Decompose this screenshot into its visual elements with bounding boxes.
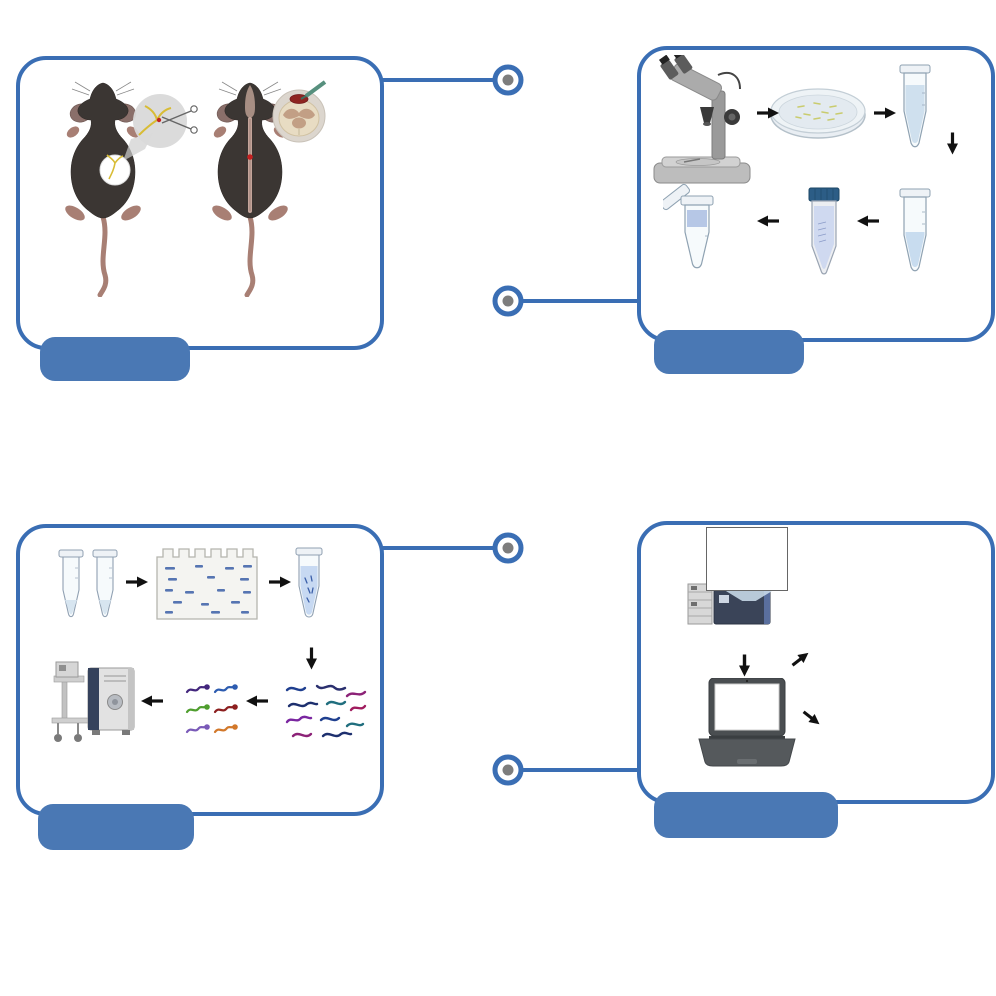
microscope-icon — [653, 55, 751, 184]
arrow-left-icon — [140, 694, 164, 713]
arrow-right-icon — [125, 575, 149, 594]
axoplasm-extraction-tube-icon — [899, 188, 931, 272]
day-2-badge — [654, 330, 804, 374]
day-3-5-badge — [38, 804, 194, 850]
ms-spectrum-chart — [707, 528, 787, 590]
volcano-plot-chart — [827, 663, 963, 793]
panel-surgery — [16, 56, 384, 350]
falcon-tube-icon — [808, 187, 840, 275]
concentrated-axoplasm-tube-icon — [663, 183, 714, 269]
laptop-icon — [698, 678, 796, 767]
day-1-badge — [40, 337, 190, 381]
timeline-node-step3 — [492, 532, 524, 564]
2d-gel-icon — [156, 548, 258, 620]
arrow-down-right-icon — [796, 706, 824, 734]
ms-spectrum-inset — [706, 527, 788, 591]
timeline-node-step4 — [492, 754, 524, 786]
peptide-labelling-icon — [185, 684, 238, 734]
arrow-left-icon — [856, 214, 880, 233]
arrow-right-icon — [268, 575, 292, 594]
arrow-down-icon — [300, 647, 319, 671]
mouse-sna-illustration — [65, 81, 198, 297]
arrow-down-icon — [941, 132, 960, 156]
arrow-down-icon — [733, 654, 752, 678]
peptide-purification-icon — [285, 684, 367, 738]
arrow-right-icon — [756, 106, 780, 125]
panel-analysis — [637, 521, 995, 804]
lcms-instrument-icon — [51, 661, 135, 742]
arrow-left-icon — [245, 694, 269, 713]
sample-tubes-icon — [58, 549, 118, 618]
timeline-node-step1 — [492, 64, 524, 96]
day-6-7-badge — [654, 792, 838, 838]
incubation-tube-icon — [899, 64, 931, 148]
mouse-dca-illustration — [212, 80, 327, 297]
arrow-left-icon — [756, 214, 780, 233]
panel-massspec — [16, 524, 384, 816]
panel-axoplasm — [637, 46, 995, 342]
digestion-tube-icon — [295, 547, 323, 618]
timeline-node-step2 — [492, 285, 524, 317]
distribution-curve-chart — [806, 525, 952, 657]
arrow-up-right-icon — [788, 647, 816, 675]
petri-dish-icon — [770, 88, 866, 139]
arrow-right-icon — [873, 106, 897, 125]
